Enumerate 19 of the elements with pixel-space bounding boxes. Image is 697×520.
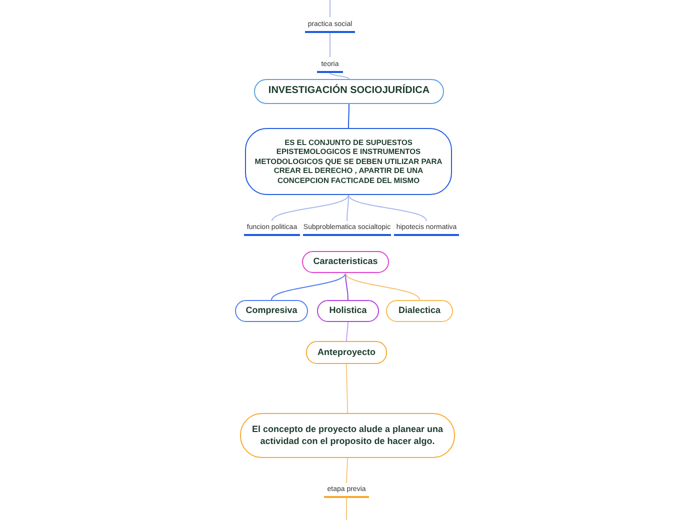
connector-line xyxy=(345,272,420,300)
topic-box: Caracteristicas xyxy=(302,251,389,273)
connector-line xyxy=(348,194,427,222)
connector-line xyxy=(348,104,350,128)
connector-line xyxy=(272,194,349,222)
connector-line xyxy=(346,322,348,342)
connector-line xyxy=(345,272,348,300)
connector-line xyxy=(346,498,347,520)
topic-box: Anteproyecto xyxy=(306,341,387,364)
connector-line xyxy=(346,364,348,414)
topic-box: El concepto de proyecto alude a planear una actividad con el proposito de hacer algo. xyxy=(240,413,455,458)
connector-line xyxy=(271,272,346,300)
connector-line xyxy=(330,72,350,80)
topic-box: INVESTIGACIÓN SOCIOJURÍDICA xyxy=(254,79,444,104)
connector-line xyxy=(346,458,348,484)
topic-box: Holistica xyxy=(317,300,379,322)
topic-box: Compresiva xyxy=(235,300,308,322)
topic-box: Dialectica xyxy=(386,300,453,322)
connector-line xyxy=(346,194,349,222)
